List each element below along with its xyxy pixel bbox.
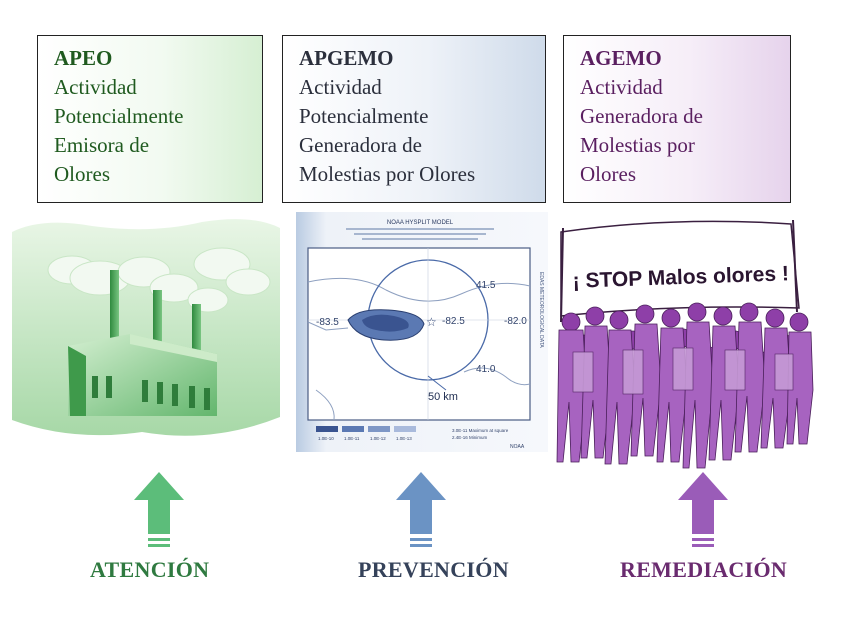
protest-illustration: ¡ STOP Malos olores !: [553, 212, 815, 482]
legend-bin-1: 1.0E-10: [318, 436, 334, 441]
apgemo-line-1: Actividad: [299, 75, 382, 99]
dispersion-map: NOAA HYSPLIT MODEL ☆ -83.5 -82.5 -82.0 4…: [296, 212, 548, 452]
up-arrow-green-icon: [134, 472, 184, 547]
legend-bin-3: 1.0E-12: [370, 436, 386, 441]
map-lon-left: -83.5: [316, 317, 339, 328]
map-title: NOAA HYSPLIT MODEL: [387, 220, 454, 226]
map-lon-mid: -82.5: [442, 316, 465, 327]
apeo-line-3: Emisora de: [54, 133, 150, 157]
up-arrow-blue-icon: [396, 472, 446, 547]
agemo-line-3: Molestias por: [580, 133, 695, 157]
map-lon-right: -82.0: [504, 316, 527, 327]
map-legend: 1.0E-10 1.0E-11 1.0E-12 1.0E-13 3.0E-11 …: [316, 426, 525, 450]
label-prevencion: PREVENCIÓN: [358, 557, 509, 582]
map-lat-bottom: 41.0: [476, 364, 496, 375]
legend-note-min: 2.4E-16 Minimum: [452, 435, 488, 440]
apeo-acronym: APEO: [54, 46, 113, 70]
apeo-line-4: Olores: [54, 162, 110, 186]
factory-illustration: [12, 219, 280, 436]
map-scale: 50 km: [428, 391, 458, 403]
legend-bin-2: 1.0E-11: [344, 436, 360, 441]
apeo-line-2: Potencialmente: [54, 104, 184, 128]
apgemo-line-4: Molestias por Olores: [299, 162, 476, 186]
up-arrow-purple-icon: [678, 472, 728, 547]
apgemo-line-3: Generadora de: [299, 133, 423, 157]
agemo-line-1: Actividad: [580, 75, 663, 99]
source-star-icon: ☆: [426, 315, 437, 329]
agemo-acronym: AGEMO: [580, 46, 662, 70]
agemo-line-4: Olores: [580, 162, 636, 186]
apgemo-line-2: Potencialmente: [299, 104, 429, 128]
apeo-line-1: Actividad: [54, 75, 137, 99]
label-remediacion: REMEDIACIÓN: [620, 557, 788, 582]
label-atencion: ATENCIÓN: [90, 557, 210, 582]
apgemo-box: APGEMO Actividad Potencialmente Generado…: [282, 35, 546, 203]
agemo-box: AGEMO Actividad Generadora de Molestias …: [563, 35, 791, 203]
map-footer: NOAA: [510, 444, 525, 450]
legend-note-max: 3.0E-11 Maximum at square: [452, 428, 509, 433]
map-lat-top: 41.5: [476, 280, 496, 291]
map-side-text: EDAS METEOROLOGICAL DATA: [538, 272, 544, 348]
apgemo-acronym: APGEMO: [299, 46, 394, 70]
agemo-line-2: Generadora de: [580, 104, 704, 128]
apeo-box: APEO Actividad Potencialmente Emisora de…: [37, 35, 263, 203]
legend-bin-4: 1.0E-13: [396, 436, 412, 441]
